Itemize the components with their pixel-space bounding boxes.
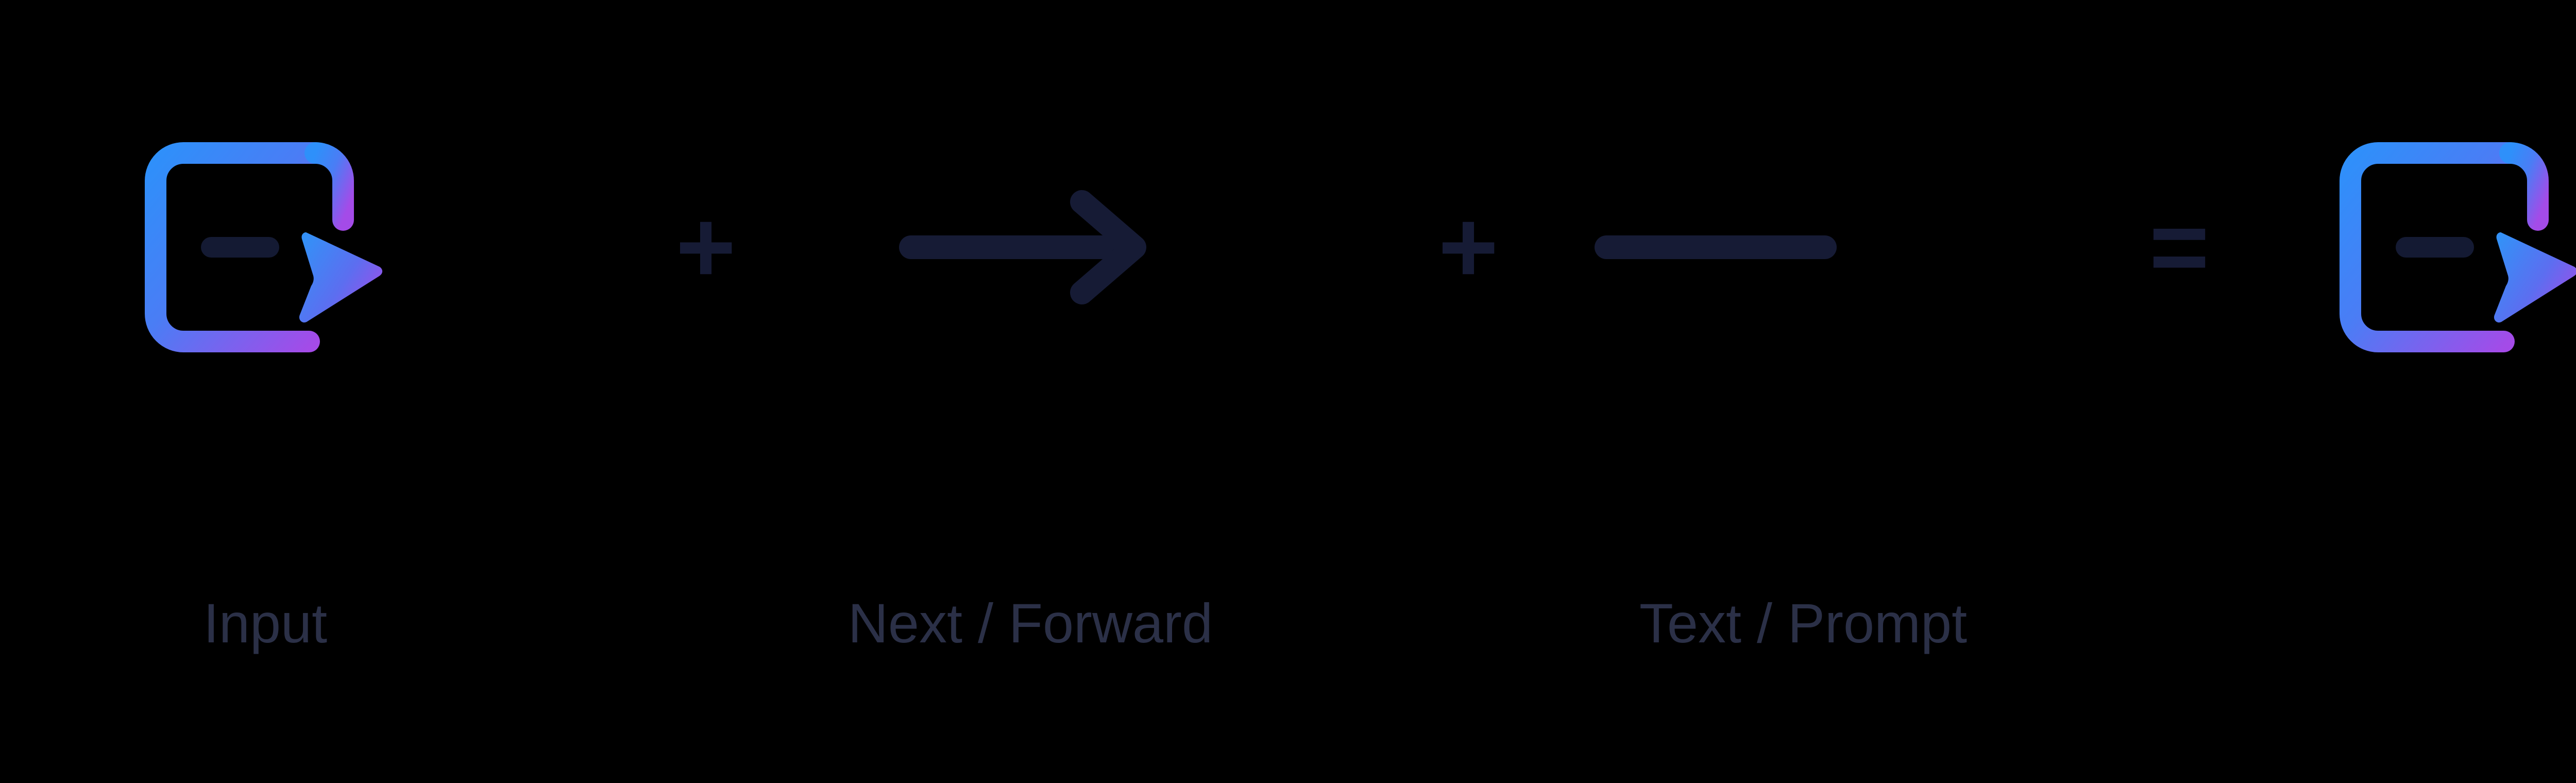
- label-next-forward: Next / Forward: [848, 592, 1213, 654]
- equation-term-text-prompt: [1595, 131, 1837, 363]
- equation-term-result: [2329, 131, 2576, 363]
- logo-send-arrow-icon: [2494, 232, 2576, 322]
- app-logo-send-icon: [2329, 131, 2576, 363]
- logo-inner-dash-icon: [2396, 237, 2474, 258]
- logo-inner-dash-icon: [201, 237, 279, 258]
- labels-row: Input Next / Forward Text / Prompt: [0, 582, 2576, 665]
- app-logo-send-icon: [134, 131, 397, 363]
- equals-icon: =: [2149, 190, 2210, 304]
- label-text-prompt: Text / Prompt: [1639, 592, 1968, 654]
- operator-plus-2: +: [1401, 131, 1535, 363]
- text-line-icon: [1595, 235, 1837, 259]
- app-logo-send-icon-svg: [2340, 142, 2576, 352]
- label-input: Input: [203, 592, 328, 654]
- arrow-right-icon: [899, 190, 1146, 304]
- plus-icon: +: [1438, 190, 1499, 304]
- equation-term-input: [134, 131, 397, 363]
- logo-send-arrow-icon: [299, 232, 383, 322]
- equation-row: + + =: [0, 131, 2576, 363]
- operator-equals: =: [2112, 131, 2246, 363]
- app-logo-send-icon-svg: [145, 142, 383, 352]
- plus-icon: +: [675, 190, 736, 304]
- operator-plus-1: +: [639, 131, 773, 363]
- equation-term-next-forward: [896, 131, 1164, 363]
